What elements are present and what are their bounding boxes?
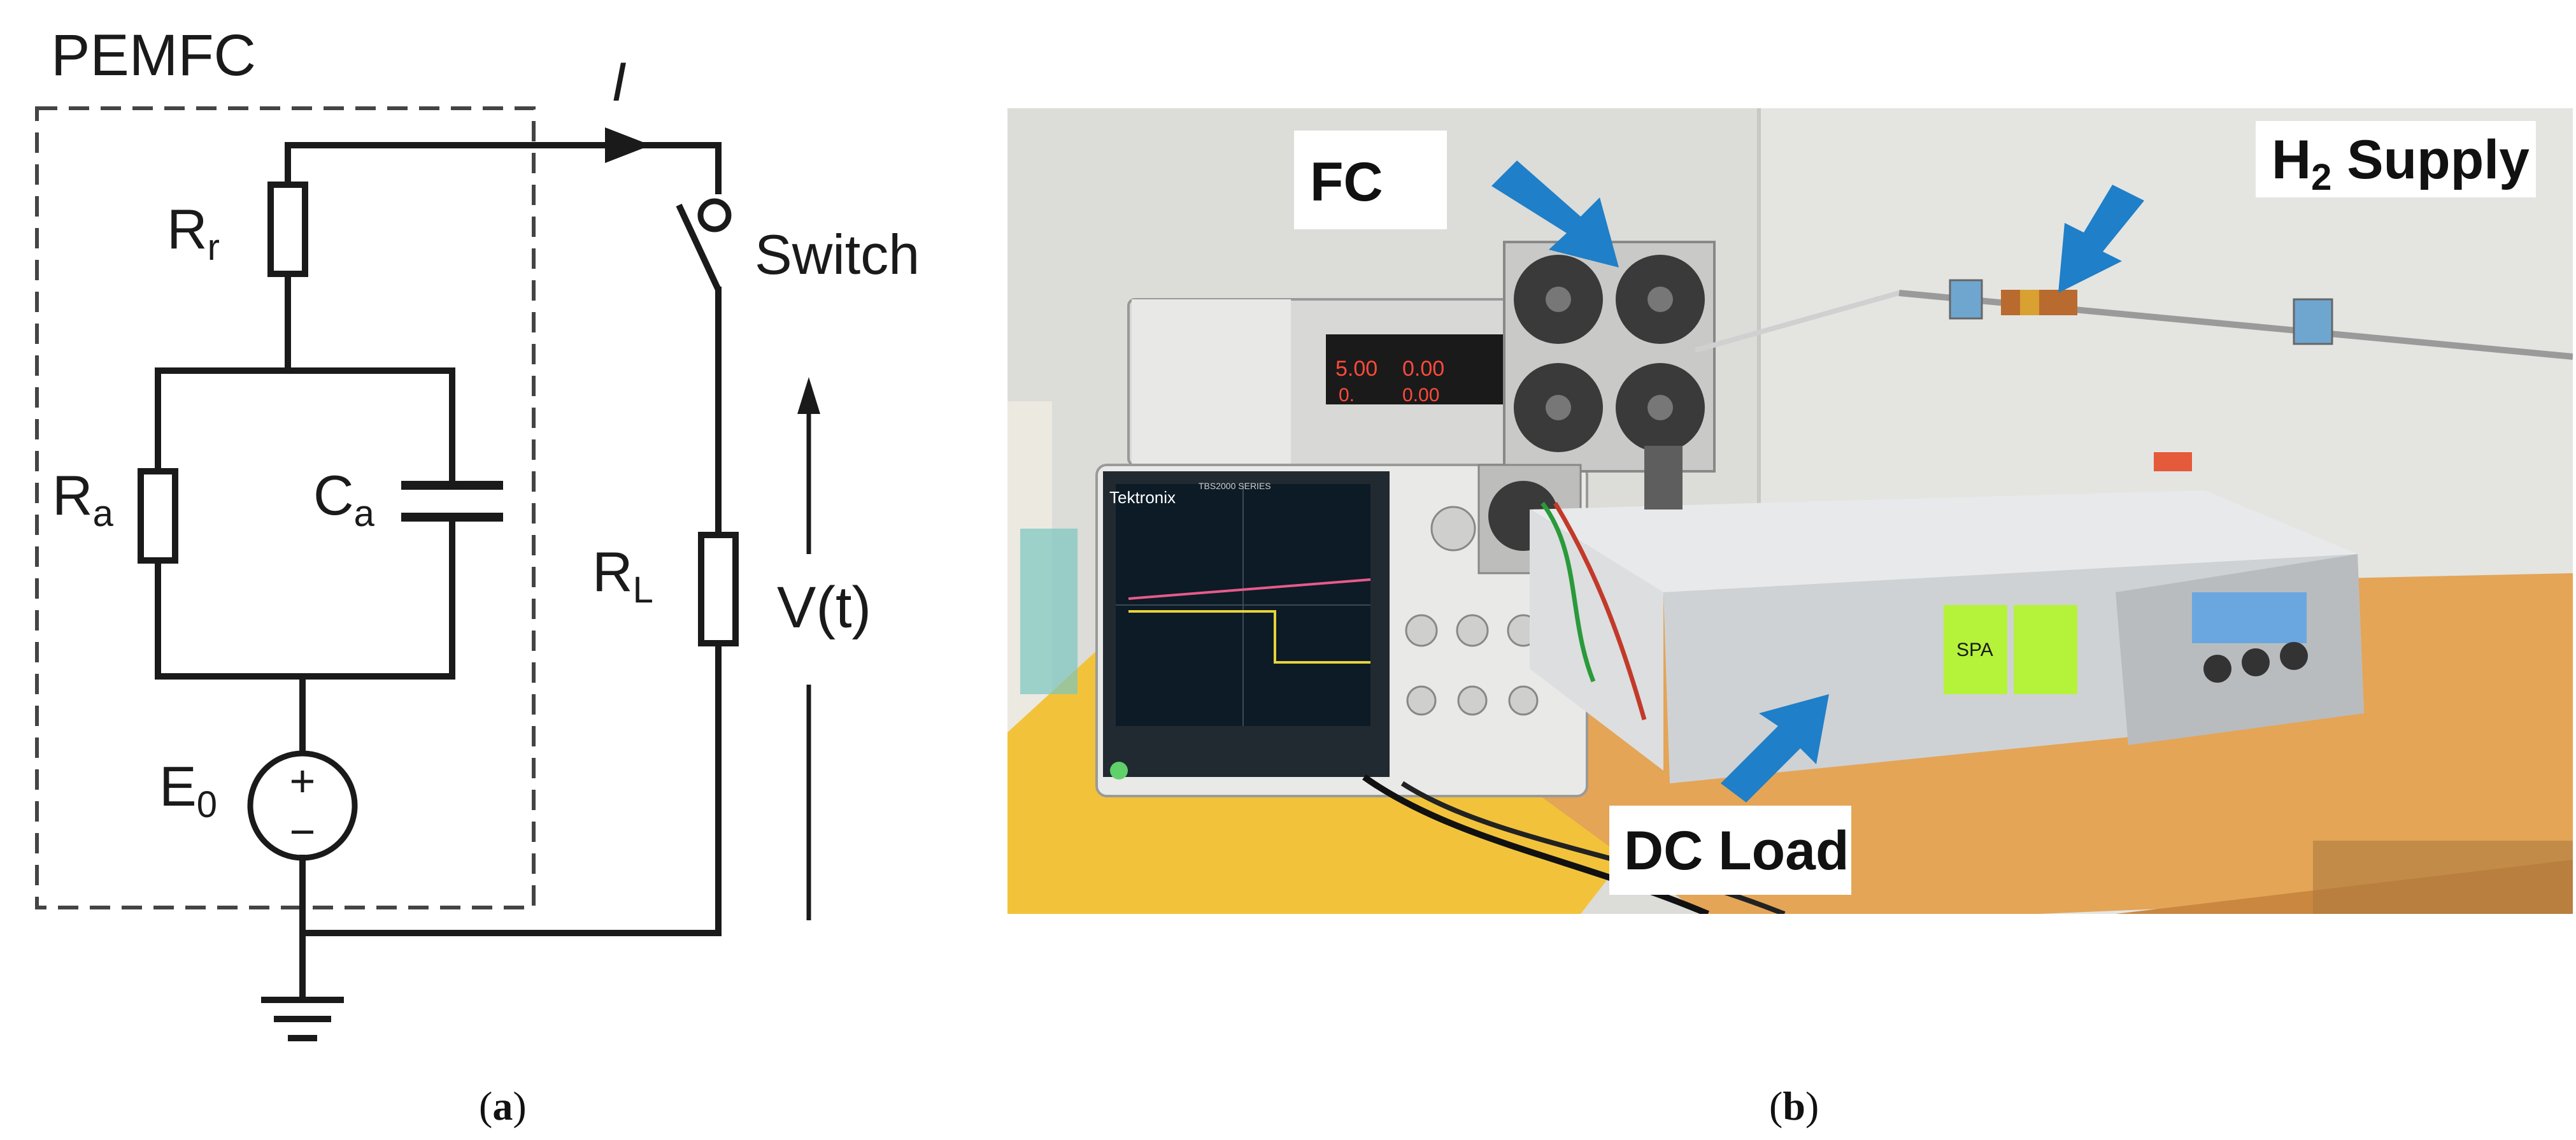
voltage-arrow-head [797,377,820,414]
pemfc-boundary [35,106,536,909]
current-label: I [611,52,627,113]
bottom-wire [299,640,722,936]
svg-text:0.: 0. [1339,385,1355,406]
switch-contact [697,198,732,232]
ra-label: Ra [52,464,114,534]
dcload-callout-label: DC Load [1624,820,1849,881]
parallel-top-wire [155,367,455,488]
lab-photo: 5.00 0.00 0. 0.00 Tektronix TBS2000 SERI… [1007,108,2573,914]
resistor-rr [267,182,308,277]
caption-b: (b) [1769,1083,1819,1129]
oscilloscope: Tektronix TBS2000 SERIES [1020,464,1588,797]
dcload-arrow [1721,694,1829,802]
current-arrow [605,127,651,163]
caption-a: (a) [479,1083,527,1129]
rr-label: Rr [167,197,220,268]
rl-label: RL [592,540,653,611]
h2-line [1694,279,2573,360]
fc-callout-label: FC [1310,152,1383,213]
fc-callout-box [1294,131,1447,229]
pemfc-title: PEMFC [51,23,256,88]
h2-callout-label: H2 Supply [2272,129,2530,198]
source-minus: − [290,807,316,857]
dcload-callout-box [1609,806,1851,895]
e0-label: E0 [159,755,217,825]
fuel-cell-stack [1477,241,1716,574]
switch-label: Switch [755,223,920,286]
resistor-ra [138,468,178,564]
resistor-rl [698,532,739,646]
h2-arrow [2058,185,2144,293]
source-plus: + [290,756,316,806]
voltage-label: V(t) [777,575,871,640]
svg-text:5.00: 5.00 [1335,357,1377,381]
ca-label: Ca [313,464,375,534]
svg-text:0.00: 0.00 [1402,357,1444,381]
switch-lever [676,203,722,292]
fc-arrow [1491,160,1619,267]
svg-text:0.00: 0.00 [1402,385,1439,406]
svg-text:SPA: SPA [1956,639,1993,660]
dc-load: SPA [1530,446,2364,783]
svg-text:TBS2000 SERIES: TBS2000 SERIES [1199,481,1271,491]
circuit-diagram: PEMFC I Rr Ra Ca + − E0 [35,23,920,1041]
h2-callout-box [2256,121,2536,197]
top-wire [285,142,722,194]
svg-text:Tektronix: Tektronix [1109,488,1176,507]
